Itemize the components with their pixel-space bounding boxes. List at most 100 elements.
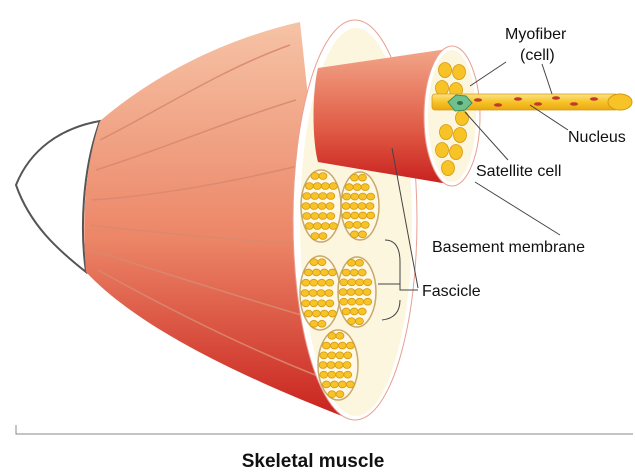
fiber-cell bbox=[327, 193, 335, 200]
fiber-cell bbox=[328, 332, 336, 339]
fiber-cell bbox=[347, 289, 355, 296]
fiber-cell bbox=[328, 371, 336, 378]
basement-membrane-label: Basement membrane bbox=[432, 239, 585, 256]
fiber-cell bbox=[328, 310, 336, 317]
fiber-cell bbox=[320, 371, 328, 378]
fiber-cell bbox=[326, 300, 334, 307]
fiber-cell bbox=[348, 298, 356, 305]
fiber-cell bbox=[304, 269, 312, 276]
fiber-cell bbox=[350, 174, 358, 181]
myofiber-label: Myofiber bbox=[505, 26, 567, 43]
satellite-cell-label: Satellite cell bbox=[476, 163, 561, 180]
myofiber-label-sub: (cell) bbox=[520, 47, 555, 64]
fiber-cell bbox=[355, 289, 363, 296]
fiber-cell bbox=[311, 213, 319, 220]
fiber-cell bbox=[319, 362, 327, 369]
fiber-cell bbox=[328, 391, 336, 398]
fiber-cell bbox=[450, 145, 463, 160]
fiber-cell bbox=[328, 269, 336, 276]
fiber-cell bbox=[351, 193, 359, 200]
basement-membrane-leader-line bbox=[475, 182, 560, 235]
fiber-cell bbox=[343, 193, 351, 200]
fiber-cell bbox=[440, 125, 453, 140]
fiber-cell bbox=[344, 352, 352, 359]
fiber-cell bbox=[345, 184, 353, 191]
fiber-cell bbox=[318, 259, 326, 266]
fiber-cell bbox=[310, 259, 318, 266]
fiber-cell bbox=[350, 269, 358, 276]
myofiber-leader-line bbox=[470, 62, 506, 86]
fiber-cell bbox=[342, 308, 350, 315]
fiber-cell bbox=[327, 213, 335, 220]
fiber-cell bbox=[335, 362, 343, 369]
fiber-cell bbox=[301, 290, 309, 297]
fiber-cell bbox=[343, 212, 351, 219]
fiber-cell bbox=[311, 173, 319, 180]
fiber-cell bbox=[305, 183, 313, 190]
fiber-cell bbox=[318, 203, 326, 210]
fiber-cell bbox=[326, 203, 334, 210]
fiber-cell bbox=[364, 279, 372, 286]
fiber-cell bbox=[436, 81, 449, 96]
fiber-cell bbox=[436, 143, 449, 158]
fiber-cell bbox=[310, 300, 318, 307]
fiber-cell bbox=[309, 290, 317, 297]
fiber-cell bbox=[320, 269, 328, 276]
diagram-caption: Skeletal muscle bbox=[242, 451, 385, 472]
fiber-cell bbox=[330, 342, 338, 349]
fiber-cell bbox=[311, 193, 319, 200]
fiber-cell bbox=[350, 203, 358, 210]
fiber-cell bbox=[322, 342, 330, 349]
fiber-cell bbox=[313, 183, 321, 190]
fiber-cell bbox=[319, 213, 327, 220]
fiber-cell bbox=[345, 221, 353, 228]
fiber-cell bbox=[304, 310, 312, 317]
fiber-cell bbox=[347, 259, 355, 266]
fiber-cell bbox=[336, 371, 344, 378]
fiber-cell bbox=[340, 279, 348, 286]
fiber-cell bbox=[358, 231, 366, 238]
fiber-cell bbox=[350, 308, 358, 315]
fiber-cell bbox=[453, 65, 466, 80]
fiber-cell bbox=[320, 310, 328, 317]
fiber-cell bbox=[353, 184, 361, 191]
fascicle-label: Fascicle bbox=[422, 283, 481, 300]
fiber-cell bbox=[336, 332, 344, 339]
fiber-cell bbox=[329, 223, 337, 230]
fiber-cell bbox=[328, 352, 336, 359]
fiber-cell bbox=[338, 381, 346, 388]
fiber-cell bbox=[310, 320, 318, 327]
fiber-cell bbox=[303, 193, 311, 200]
fiber-cell bbox=[439, 63, 452, 78]
fiber-cell bbox=[321, 183, 329, 190]
fiber-cell bbox=[311, 233, 319, 240]
fiber-cell bbox=[329, 183, 337, 190]
fiber-cell bbox=[442, 161, 455, 176]
fiber-cell bbox=[322, 381, 330, 388]
nucleus-label: Nucleus bbox=[568, 129, 626, 146]
fiber-cell bbox=[318, 300, 326, 307]
fiber-cell bbox=[454, 128, 467, 143]
fiber-cell bbox=[347, 318, 355, 325]
fiber-cell bbox=[302, 203, 310, 210]
fiber-cell bbox=[350, 231, 358, 238]
fiber-cell bbox=[338, 342, 346, 349]
fiber-cell bbox=[351, 212, 359, 219]
fiber-cell bbox=[305, 223, 313, 230]
fiber-cell bbox=[361, 221, 369, 228]
fiber-cell bbox=[319, 173, 327, 180]
fiber-cell bbox=[358, 203, 366, 210]
fiber-cell bbox=[336, 352, 344, 359]
fiber-cell bbox=[310, 279, 318, 286]
myofiber-end bbox=[608, 94, 632, 110]
fiber-cell bbox=[355, 318, 363, 325]
fiber-cell bbox=[348, 279, 356, 286]
fiber-cell bbox=[319, 233, 327, 240]
fiber-cell bbox=[318, 320, 326, 327]
fiber-cell bbox=[330, 381, 338, 388]
fiber-cell bbox=[320, 352, 328, 359]
fiber-cell bbox=[359, 212, 367, 219]
fiber-cell bbox=[353, 221, 361, 228]
fiber-cell bbox=[313, 223, 321, 230]
caption-bracket bbox=[16, 425, 633, 434]
